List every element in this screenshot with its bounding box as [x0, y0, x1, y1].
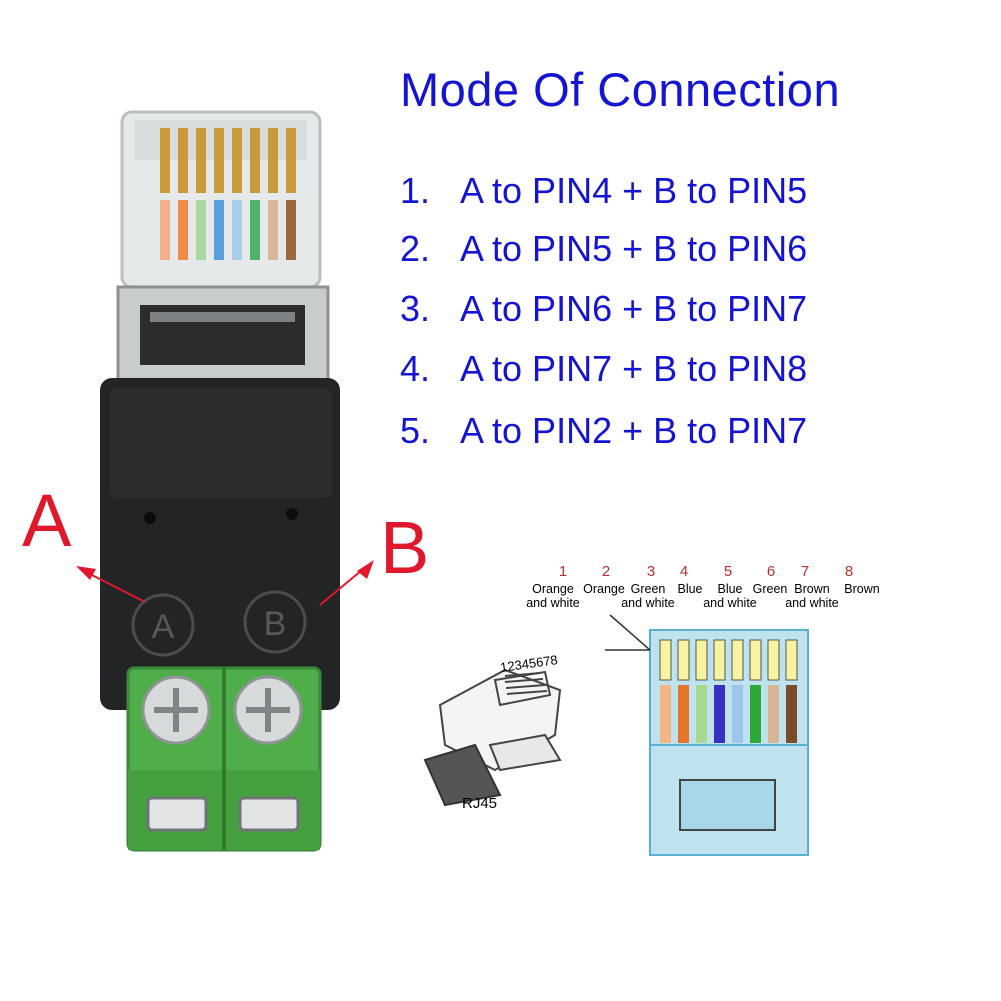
pin-number: 1 — [558, 563, 568, 580]
circle-a-label: A — [152, 608, 175, 646]
mode-text: A to PIN5 + B to PIN6 — [460, 228, 808, 269]
mode-text: A to PIN2 + B to PIN7 — [460, 410, 808, 451]
mode-text: A to PIN6 + B to PIN7 — [460, 288, 808, 329]
plug-wires — [160, 200, 296, 260]
label-a: A — [22, 479, 72, 562]
diagram-wires — [660, 685, 797, 743]
pin-number: 2 — [601, 563, 611, 580]
diagram-contacts — [659, 639, 798, 681]
circle-a-emboss — [131, 593, 195, 657]
pin-color-name: Brown and white — [785, 582, 839, 610]
arrow-a — [76, 566, 146, 603]
mode-item: 5. A to PIN2 + B to PIN7 — [400, 410, 807, 452]
rj45-label: RJ45 — [462, 795, 498, 812]
mode-number: 1. — [400, 170, 431, 211]
mode-text: A to PIN4 + B to PIN5 — [460, 170, 808, 211]
mode-text: A to PIN7 + B to PIN8 — [460, 348, 808, 389]
mode-item: 2. A to PIN5 + B to PIN6 — [400, 228, 807, 270]
pin-color-name: Blue — [677, 582, 703, 596]
pin-color-name: Green — [752, 582, 788, 596]
mode-item: 1. A to PIN4 + B to PIN5 — [400, 170, 807, 212]
pin-color-name: Brown — [844, 582, 880, 596]
mode-number: 2. — [400, 228, 431, 269]
mode-number: 5. — [400, 410, 431, 451]
pin-number: 4 — [679, 563, 689, 580]
page-title: Mode Of Connection — [400, 63, 841, 116]
pin-number: 3 — [646, 563, 656, 580]
pin-color-name: Green and white — [621, 582, 675, 610]
pin-number: 5 — [723, 563, 733, 580]
circle-b-label: B — [264, 605, 287, 643]
rj45-sketch — [423, 668, 562, 807]
pin-color-name: Orange — [583, 582, 625, 596]
plug-contacts — [160, 128, 296, 193]
mode-number: 3. — [400, 288, 431, 329]
pin-color-name: Orange and white — [526, 582, 580, 610]
mode-number: 4. — [400, 348, 431, 389]
wire-slot-a — [146, 796, 208, 832]
arrow-b — [319, 560, 374, 606]
label-b: B — [380, 506, 430, 589]
mode-item: 4. A to PIN7 + B to PIN8 — [400, 348, 807, 390]
pin-number: 6 — [766, 563, 776, 580]
pin-number: 7 — [800, 563, 810, 580]
mode-item: 3. A to PIN6 + B to PIN7 — [400, 288, 807, 330]
pin-color-name: Blue and white — [703, 582, 757, 610]
pin-number: 8 — [844, 563, 854, 580]
wiring-diagram — [605, 614, 809, 856]
wire-slot-b — [238, 796, 300, 832]
circle-b-emboss — [243, 590, 307, 654]
